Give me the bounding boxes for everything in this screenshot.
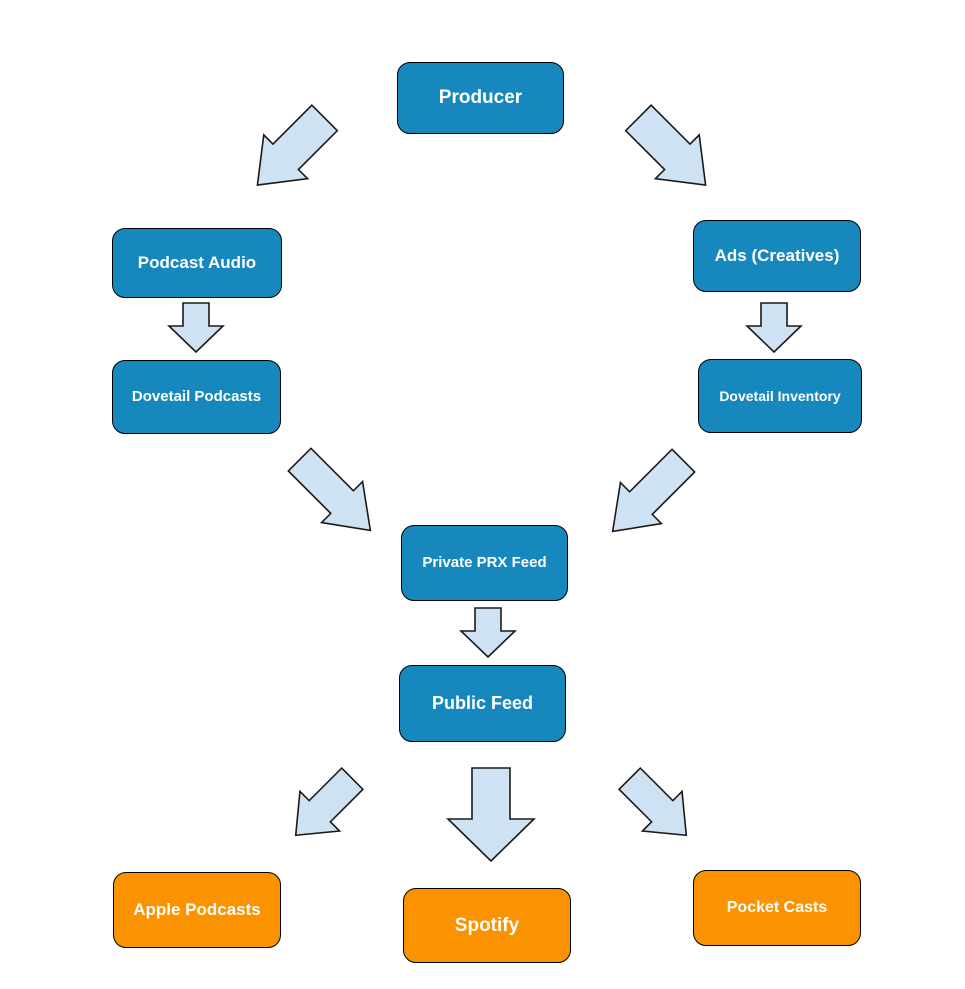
arrow-shape <box>167 302 225 354</box>
node-spotify-label: Spotify <box>454 914 520 936</box>
arrow-shape <box>611 448 696 533</box>
node-ads-creatives: Ads (Creatives) <box>693 220 861 292</box>
node-dovetail-inventory: Dovetail Inventory <box>698 359 862 433</box>
node-ads-creatives-label: Ads (Creatives) <box>714 246 840 266</box>
node-public-feed-label: Public Feed <box>431 693 534 714</box>
node-podcast-audio-label: Podcast Audio <box>137 253 257 273</box>
node-spotify: Spotify <box>403 888 571 963</box>
node-producer: Producer <box>397 62 564 134</box>
arrow-producer-to-podcast-audio-icon <box>256 104 339 187</box>
node-pocket-casts-label: Pocket Casts <box>726 898 828 916</box>
arrow-shape <box>745 302 803 354</box>
node-private-prx-feed: Private PRX Feed <box>401 525 568 601</box>
node-pocket-casts: Pocket Casts <box>693 870 861 946</box>
arrow-shape <box>617 766 688 837</box>
node-apple-podcasts: Apple Podcasts <box>113 872 281 948</box>
node-producer-label: Producer <box>438 87 523 109</box>
arrow-ads-creatives-to-dovetail-inventory-icon <box>745 302 803 354</box>
arrow-shape <box>256 104 339 187</box>
node-apple-podcasts-label: Apple Podcasts <box>133 900 261 920</box>
node-dovetail-podcasts-label: Dovetail Podcasts <box>131 388 262 406</box>
arrow-shape <box>287 447 372 532</box>
arrow-shape <box>294 766 365 837</box>
node-podcast-audio: Podcast Audio <box>112 228 282 298</box>
arrow-public-feed-to-spotify-icon <box>446 767 536 863</box>
arrow-public-feed-to-pocket-casts-icon <box>617 766 688 837</box>
arrow-public-feed-to-apple-podcasts-icon <box>294 766 365 837</box>
node-public-feed: Public Feed <box>399 665 566 742</box>
node-private-prx-feed-label: Private PRX Feed <box>422 554 547 572</box>
arrow-shape <box>624 104 707 187</box>
arrow-private-prx-feed-to-public-feed-icon <box>459 607 517 659</box>
arrow-dovetail-podcasts-to-private-prx-feed-icon <box>287 447 372 532</box>
node-dovetail-podcasts: Dovetail Podcasts <box>112 360 281 434</box>
arrow-producer-to-ads-creatives-icon <box>624 104 707 187</box>
arrow-dovetail-inventory-to-private-prx-feed-icon <box>611 448 696 533</box>
arrow-podcast-audio-to-dovetail-podcasts-icon <box>167 302 225 354</box>
node-dovetail-inventory-label: Dovetail Inventory <box>719 387 841 404</box>
arrow-shape <box>446 767 536 863</box>
arrow-shape <box>459 607 517 659</box>
